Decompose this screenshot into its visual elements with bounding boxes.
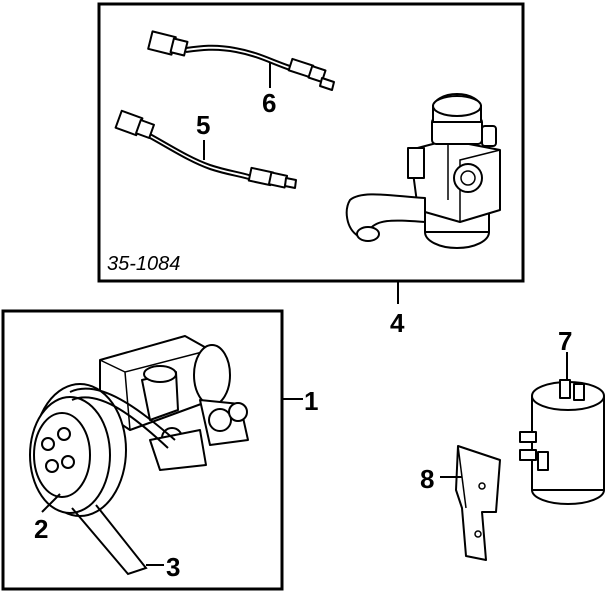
charcoal-canister [519,379,605,505]
oxygen-sensor-upper [147,30,335,91]
callout-4: 4 [390,308,405,338]
callout-2-leader [41,493,61,513]
callout-1: 1 [304,386,318,416]
callout-8: 8 [420,464,434,494]
drive-belt [69,387,176,576]
egr-valve [345,93,501,249]
lower-inset-box [1,309,284,591]
reference-code: 35-1084 [107,253,180,275]
callout-3: 3 [166,552,180,582]
callout-6: 6 [262,88,276,118]
callout-7: 7 [558,326,572,356]
canister-bracket [455,445,501,561]
callout-2: 2 [34,514,48,544]
air-pump [29,335,249,517]
upper-inset-box [97,2,525,283]
oxygen-sensor-lower [114,109,297,189]
callout-5: 5 [196,110,210,140]
